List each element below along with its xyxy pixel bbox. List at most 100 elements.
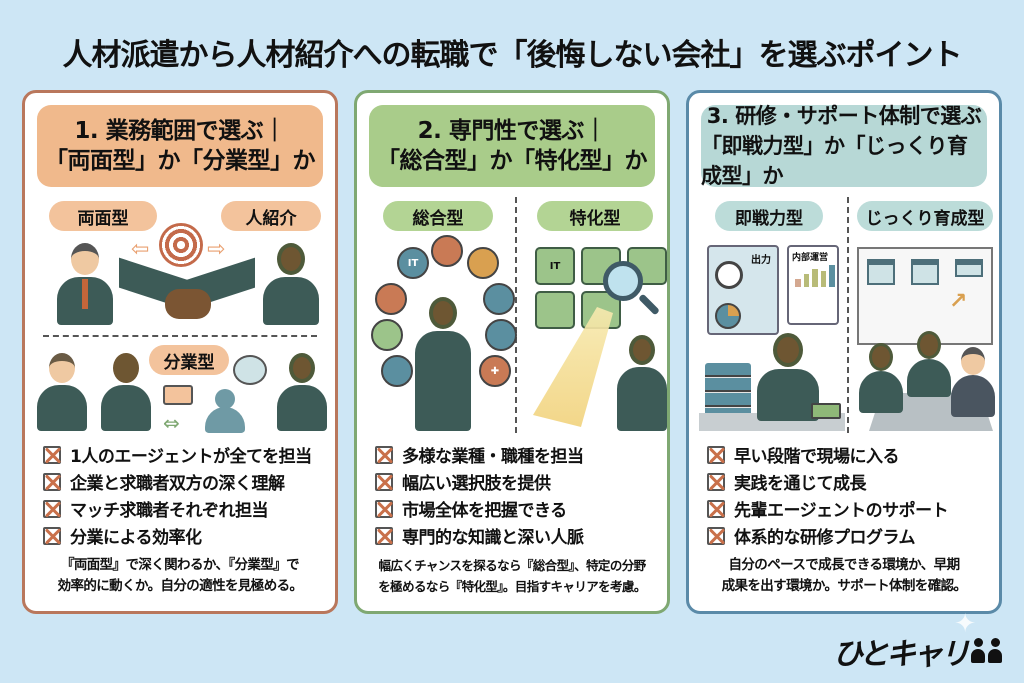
person-female-left: [37, 353, 87, 433]
medical-icon: [381, 355, 413, 387]
list-item: 多様な業種・職種を担当: [375, 441, 657, 468]
care-icon: [371, 319, 403, 351]
checkbox-x-icon: [707, 445, 725, 464]
page-title: 人材派遣から人材紹介への転職で「後悔しない会社」を選ぶポイント: [62, 38, 963, 73]
arrow-right-icon: ⇨: [207, 237, 226, 262]
person-silhouette: [205, 389, 245, 433]
person-female-right: [275, 353, 329, 433]
brand-logo: ひとキャリ: [833, 629, 1002, 673]
person-dark-agent: [101, 353, 151, 433]
divider-dashed: [515, 197, 517, 433]
magnifier-handle: [638, 293, 660, 316]
book-icon: [811, 403, 841, 419]
list-item: 専門的な知識と深い人脈: [375, 522, 657, 549]
compass-icon: [715, 261, 743, 289]
list-item: 実践を通じて成長: [707, 468, 989, 495]
checkbox-x-icon: [707, 526, 725, 545]
person-specialist: [617, 335, 667, 431]
checkbox-x-icon: [375, 445, 393, 464]
pie-chart-icon: [715, 303, 741, 329]
heading-line-1: 3. 研修・サポート体制で選ぶ: [706, 104, 982, 128]
logo-text: ひとキャリ: [832, 637, 970, 672]
person-generalist: [415, 297, 471, 431]
illustration-specialization: 総合型 特化型 IT ✚ IT: [367, 197, 667, 433]
panel-note: 幅広くチャンスを探るなら『総合型』、特定の分野 を極めるなら『特化型』。目指すキ…: [378, 558, 646, 594]
list-item: 市場全体を把握できる: [375, 495, 657, 522]
label-sogo: 総合型: [383, 201, 493, 231]
internal-ops-board: 内部運営: [787, 245, 839, 325]
briefcase-tile-icon: [535, 291, 575, 329]
person-studying: [757, 333, 819, 421]
checkbox-x-icon: [43, 499, 61, 518]
list-item: 1人のエージェントが全てを担当: [43, 441, 325, 468]
list-item: 企業と求職者双方の深く理解: [43, 468, 325, 495]
checkbox-x-icon: [43, 526, 61, 545]
illustration-business-scope: 両面型 人紹介 ⇦ ⇨ 分業型: [35, 197, 327, 435]
industry-icon: [375, 283, 407, 315]
panel-note: 自分のペースで成長できる環境か、早期 成果を出す環境か。サポート体制を確認。: [721, 557, 967, 594]
office-icon: [483, 283, 515, 315]
list-item: 早い段階で現場に入る: [707, 441, 989, 468]
board-label-internal: 内部運営: [792, 253, 829, 263]
it-tile-icon: IT: [535, 247, 575, 285]
checklist: 多様な業種・職種を担当 幅広い選択肢を提供 市場全体を把握できる 専門的な知識と…: [375, 441, 657, 549]
person-trainee-center: [907, 331, 951, 397]
arrow-left-icon: ⇦: [131, 237, 150, 262]
panel-training-support: 3. 研修・サポート体制で選ぶ 「即戦力型」か「じっくり育成型」か 即戦力型 じ…: [686, 90, 1002, 614]
person-female-agent: [263, 243, 319, 327]
person-male-agent: [57, 243, 113, 327]
person-mentor: [951, 347, 995, 417]
checklist: 1人のエージェントが全てを担当 企業と求職者双方の深く理解 マッチ求職者それぞれ…: [43, 441, 325, 549]
handshake-icon: [119, 257, 255, 327]
heading-line-2: 「両面型」か「分業型」か: [45, 148, 316, 174]
sparkle-icon: ✦: [954, 609, 976, 639]
panel-heading: 3. 研修・サポート体制で選ぶ 「即戦力型」か「じっくり育成型」か: [701, 104, 987, 188]
checkbox-x-icon: [43, 472, 61, 491]
calendar-icon: [911, 259, 939, 285]
list-item: 幅広い選択肢を提供: [375, 468, 657, 495]
person-trainee-left: [859, 343, 903, 413]
panel-business-scope: 1. 業務範囲で選ぶ｜ 「両面型」か「分業型」か 両面型 人紹介 ⇦ ⇨ 分業型: [22, 90, 338, 614]
board-label-output: 出力: [751, 255, 771, 266]
list-item: 体系的な研修プログラム: [707, 522, 989, 549]
heading-line-2: 「総合型」か「特化型」か: [377, 148, 648, 174]
it-laptop-icon: IT: [397, 247, 429, 279]
output-board: 出力: [707, 245, 779, 335]
label-hito-shokai: 人紹介: [221, 201, 321, 231]
speech-bubble-icon: [233, 355, 267, 385]
heading-line-2: 「即戦力型」か「じっくり育成型」か: [701, 134, 968, 188]
checkbox-x-icon: [43, 445, 61, 464]
label-tokka: 特化型: [537, 201, 653, 231]
panel-heading: 2. 専門性で選ぶ｜ 「総合型」か「特化型」か: [369, 105, 655, 187]
label-bungyo: 分業型: [149, 345, 229, 375]
chat-bubbles-icon: [163, 385, 193, 405]
heading-line-1: 1. 業務範囲で選ぶ｜: [74, 118, 286, 144]
panel-note: 『両面型』で深く関わるか、『分業型』で 効率的に動くか。自分の適性を見極める。: [57, 557, 303, 594]
tools-icon: [467, 247, 499, 279]
magnifier-icon: [603, 261, 643, 301]
heading-line-1: 2. 専門性で選ぶ｜: [417, 118, 607, 144]
checkbox-x-icon: [375, 526, 393, 545]
label-ryomen: 両面型: [49, 201, 157, 231]
label-sokusenryoku: 即戦力型: [715, 201, 823, 231]
illustration-training: 即戦力型 じっくり育成型 出力 内部運営 ↗: [699, 197, 995, 433]
panel-heading: 1. 業務範囲で選ぶ｜ 「両面型」か「分業型」か: [37, 105, 323, 187]
bar-chart-icon: [795, 265, 835, 287]
panel-specialization: 2. 専門性で選ぶ｜ 「総合型」か「特化型」か 総合型 特化型 IT ✚ IT: [354, 90, 670, 614]
swap-arrows-icon: ⇔: [163, 411, 180, 435]
people-icon: [971, 638, 1002, 663]
label-jikkuri-ikusei: じっくり育成型: [857, 201, 993, 231]
checklist: 早い段階で現場に入る 実践を通じて成長 先輩エージェントのサポート 体系的な研修…: [707, 441, 989, 549]
checkbox-x-icon: [375, 499, 393, 518]
finance-icon: [485, 319, 517, 351]
calendar-icon: [867, 259, 895, 285]
checkbox-x-icon: [707, 499, 725, 518]
list-item: マッチ求職者それぞれ担当: [43, 495, 325, 522]
calendar-icon: [955, 259, 983, 277]
list-item: 分業による効率化: [43, 522, 325, 549]
divider-dashed: [43, 335, 317, 337]
target-icon: [159, 223, 203, 267]
growth-arrow-icon: ↗: [949, 289, 968, 314]
checkbox-x-icon: [707, 472, 725, 491]
factory-icon: [431, 235, 463, 267]
